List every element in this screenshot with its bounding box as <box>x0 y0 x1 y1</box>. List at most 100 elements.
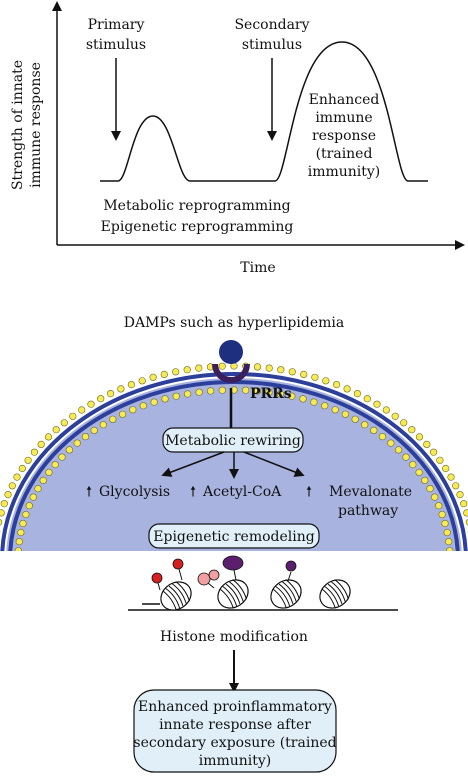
lipid-head <box>410 461 417 468</box>
lipid-head <box>333 381 340 388</box>
lipid-head <box>16 538 23 545</box>
mevalonate-line2: pathway <box>338 503 398 519</box>
lipid-head <box>457 491 464 498</box>
lipid-head <box>26 502 33 509</box>
lipid-head <box>19 465 26 472</box>
lipid-head <box>139 378 146 385</box>
mevalonate-up-arrow-icon: 🠕 <box>306 484 312 500</box>
metabolic-rewiring-label: Metabolic rewiring <box>165 433 301 449</box>
lipid-head <box>91 427 98 434</box>
nucleosome <box>212 574 253 614</box>
reprogramming-line2: Epigenetic reprogramming <box>101 219 294 235</box>
histone-modification-label: Histone modification <box>160 629 308 645</box>
glycolysis-up-arrow-icon: 🠕 <box>86 484 92 500</box>
lipid-head <box>59 454 66 461</box>
lipid-head <box>45 434 52 441</box>
enhanced-line2: immune <box>315 110 372 126</box>
chromatin <box>128 556 398 616</box>
outcome-line4: immunity) <box>199 753 272 769</box>
lipid-head <box>23 511 30 518</box>
lipid-head <box>332 407 339 414</box>
damps-label: DAMPs such as hyperlipidemia <box>124 315 344 331</box>
purple-mark <box>223 556 243 570</box>
lipid-head <box>364 395 371 402</box>
lipid-head <box>35 485 42 492</box>
lipid-head <box>46 469 53 476</box>
lipid-head <box>266 365 273 372</box>
lipid-head <box>437 457 444 464</box>
lipid-head <box>82 433 89 440</box>
lipid-head <box>110 416 117 423</box>
outcome-line2: innate response after <box>159 717 311 733</box>
lipid-head <box>342 411 349 418</box>
lipid-head <box>311 399 318 406</box>
lipid-head <box>464 510 468 517</box>
lipid-head <box>374 401 381 408</box>
lipid-head <box>323 378 330 385</box>
primary-stimulus-line1: Primary <box>88 17 145 33</box>
lipid-head <box>445 538 452 545</box>
lipid-head <box>435 502 442 509</box>
lipid-head <box>31 449 38 456</box>
lipid-head <box>14 474 21 481</box>
lipid-head <box>172 369 179 376</box>
lipid-head <box>219 387 226 394</box>
lipid-head <box>442 465 449 472</box>
acetyl-coa-label: Acetyl-CoA <box>202 484 282 500</box>
lipid-head <box>30 494 37 501</box>
acetyl-coa-up-arrow-icon: 🠕 <box>190 484 196 500</box>
lipid-head <box>18 529 25 536</box>
lipid-head <box>184 366 191 373</box>
lipid-head <box>40 477 47 484</box>
lipid-head <box>352 416 359 423</box>
lipid-head <box>196 365 203 372</box>
red-mark <box>173 559 183 569</box>
lipid-head <box>130 407 137 414</box>
response-curve <box>100 42 428 181</box>
lipid-head <box>409 426 416 433</box>
lipid-head <box>442 520 449 527</box>
x-axis-label: Time <box>240 260 275 276</box>
damp-ligand <box>219 340 243 364</box>
pink-mark <box>198 573 210 585</box>
lipid-head <box>53 426 60 433</box>
lipid-head <box>162 396 169 403</box>
lipid-head <box>219 363 226 370</box>
lipid-head <box>416 469 423 476</box>
reprogramming-line1: Metabolic reprogramming <box>103 198 290 214</box>
lipid-head <box>344 386 351 393</box>
lipid-head <box>61 420 68 427</box>
lipid-head <box>1 500 8 507</box>
lipid-head <box>74 440 81 447</box>
response-curve-panel: Strength of innate immune response Prima… <box>10 6 460 276</box>
lipid-head <box>52 461 59 468</box>
lipid-head <box>0 510 5 517</box>
nucleosome <box>314 574 355 614</box>
mark-stalk <box>208 583 214 588</box>
y-axis-label-line1: Strength of innate <box>10 60 26 190</box>
lipid-head <box>66 447 73 454</box>
lipid-head <box>379 433 386 440</box>
red-mark <box>152 573 162 583</box>
prrs-label: PRRs <box>250 386 292 402</box>
lipid-head <box>300 371 307 378</box>
lipid-head <box>439 511 446 518</box>
primary-stimulus-line2: stimulus <box>86 37 146 53</box>
lipid-head <box>15 548 22 555</box>
lipid-head <box>452 483 459 490</box>
enhanced-line5: immunity) <box>308 164 381 180</box>
lipid-head <box>431 494 438 501</box>
lipid-head <box>371 427 378 434</box>
cell-mechanism-panel: DAMPs such as hyperlipidemia PRRs Metabo… <box>0 315 468 772</box>
enhanced-line3: response <box>312 128 376 144</box>
lipid-head <box>78 407 85 414</box>
lipid-head <box>361 421 368 428</box>
lipid-head <box>0 519 2 526</box>
lipid-head <box>25 457 32 464</box>
lipid-head <box>196 389 203 396</box>
lipid-head <box>312 374 319 381</box>
secondary-stimulus-line2: stimulus <box>242 37 302 53</box>
lipid-head <box>395 447 402 454</box>
lipid-head <box>5 491 12 498</box>
